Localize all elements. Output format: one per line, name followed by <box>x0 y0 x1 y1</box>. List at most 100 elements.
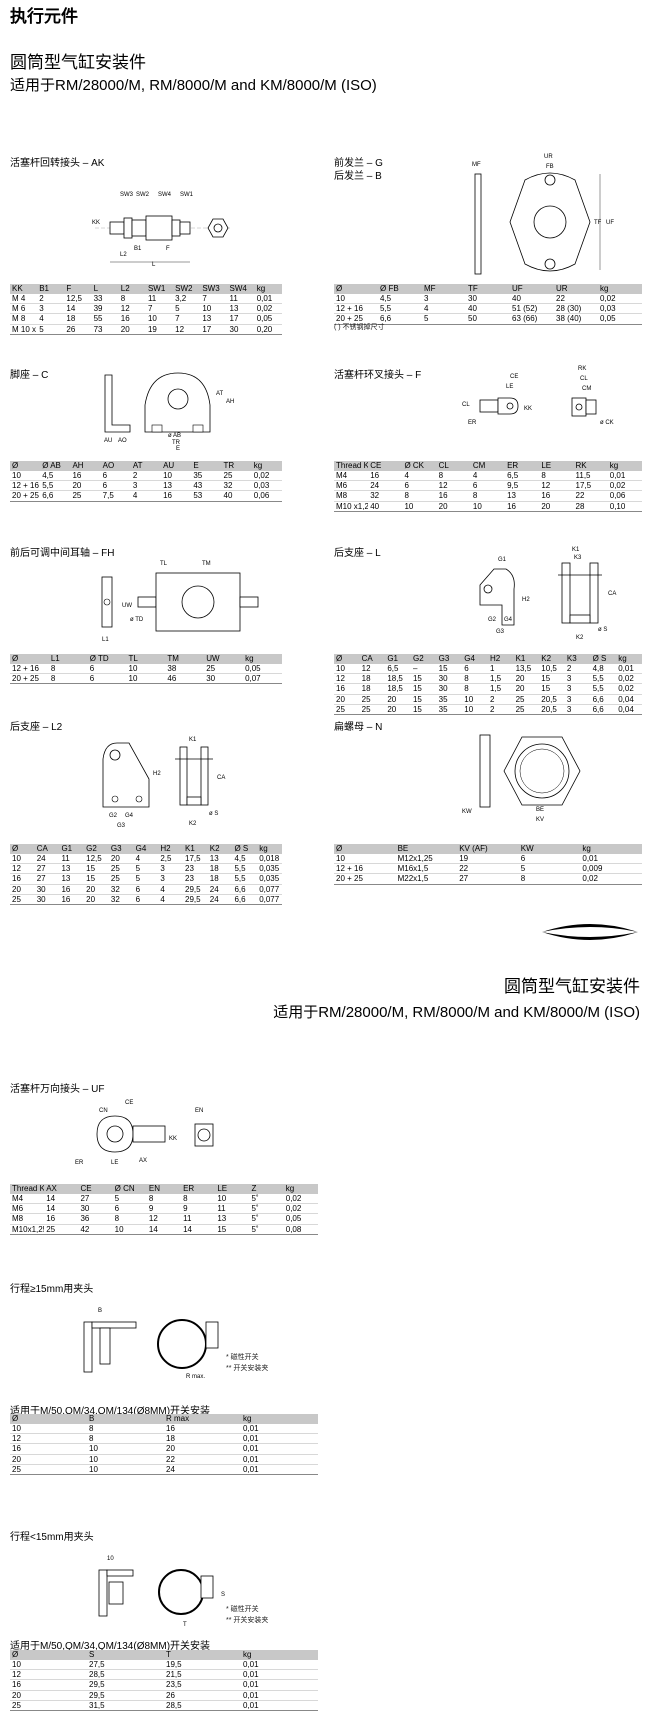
table-cell: 6 <box>402 480 437 492</box>
g-dim-uf: UF <box>606 220 614 226</box>
l-dim-k2: K2 <box>576 635 584 641</box>
column-header: kg <box>607 461 642 471</box>
uf-dim-er: ER <box>75 1160 84 1166</box>
c-label: 脚座 – C <box>10 370 49 381</box>
table-cell: 3 <box>564 704 591 716</box>
table-cell: 12 <box>118 303 146 315</box>
table-cell: 0,06 <box>607 490 642 502</box>
table-cell: 12,5 <box>64 294 92 305</box>
table-cell: 3 <box>130 480 162 492</box>
table-cell: 5,5 <box>232 863 258 875</box>
table-cell: 0,06 <box>251 490 282 502</box>
table-cell: 30 <box>34 884 60 895</box>
column-header: G1 <box>59 844 85 854</box>
column-header: CE <box>368 461 403 471</box>
table-cell: 0,04 <box>616 704 642 716</box>
uf-dim-kk: KK <box>169 1136 177 1142</box>
l-dim-s: ø S <box>598 627 607 633</box>
table-cell: 0,01 <box>241 1454 318 1465</box>
c-drawing: AU AO AT AH ø AB TR E <box>104 372 234 452</box>
l-drawing: G1 H2 G2 G4 G3 K1 K3 CA ø S K2 <box>479 547 616 641</box>
table-cell: 4 <box>37 313 65 325</box>
table-cell: 8 <box>462 683 488 695</box>
table-cell: 29,5 <box>87 1679 164 1691</box>
table-cell: 15 <box>84 863 109 875</box>
column-header: EN <box>146 1184 182 1194</box>
table-cell: 0,20 <box>254 324 282 335</box>
table-cell: 0,05 <box>598 313 642 325</box>
table-cell: 18,5 <box>385 673 411 685</box>
column-header: AX <box>44 1184 79 1194</box>
table-cell: 2 <box>487 704 514 716</box>
table-cell: 20 <box>334 694 360 705</box>
clamp1-label: 行程≥15mm用夹头 <box>10 1284 94 1295</box>
table-cell: 20,5 <box>539 694 565 705</box>
table-cell: 27 <box>78 1194 113 1205</box>
table-cell: 10 <box>470 501 506 512</box>
column-header: Ø FB <box>378 284 422 294</box>
column-header: kg <box>254 284 282 294</box>
table-cell: 10 <box>334 664 360 675</box>
table-cell: M22x1,5 <box>395 873 458 885</box>
c-dim-e: E <box>176 446 180 452</box>
column-header: L2 <box>118 284 146 294</box>
table-cell: 18 <box>359 683 386 695</box>
column-header: ER <box>181 1184 216 1194</box>
table-cell: 22 <box>457 863 519 875</box>
table-cell: 0,01 <box>241 1690 318 1701</box>
table-cell: 8 <box>470 490 506 502</box>
table-cell: 25 <box>221 471 252 482</box>
table-cell: 18 <box>64 313 92 325</box>
table-cell: 18 <box>207 863 233 875</box>
clamp1-note-2: ** 开关安装夹 <box>226 1365 269 1372</box>
table-cell: 33 <box>91 294 119 305</box>
clamp2-dim-10: 10 <box>107 1556 114 1562</box>
g-dim-mf: MF <box>472 162 481 168</box>
table-cell: 4 <box>470 471 506 482</box>
l-label: 后支座 – L <box>334 548 381 559</box>
table-cell: 16 <box>10 1443 87 1455</box>
table-cell: 8 <box>48 673 88 685</box>
table-cell: 2,5 <box>158 854 184 865</box>
table-cell: 12 <box>10 1433 87 1445</box>
column-header: Z <box>249 1184 284 1194</box>
table-cell: 24 <box>207 894 233 906</box>
column-header: CL <box>436 461 471 471</box>
column-header: MF <box>422 284 466 294</box>
l2-dim-g4: G4 <box>125 813 134 819</box>
table-cell: 4 <box>158 884 184 895</box>
table-cell: 12 <box>10 1669 87 1681</box>
table-cell: 6 <box>87 664 127 675</box>
column-header: TF <box>466 284 510 294</box>
table-cell: 23,5 <box>164 1679 241 1691</box>
table-cell: 0,01 <box>241 1424 318 1435</box>
table-cell: 6 <box>112 1203 147 1215</box>
fh-dim-uw: UW <box>122 603 132 609</box>
table-cell: 6 <box>462 664 488 675</box>
table-cell: 3 <box>564 694 591 705</box>
table-cell: 0,02 <box>283 1194 318 1205</box>
b-label: 后发兰 – B <box>334 171 382 182</box>
table-cell: 16 <box>59 884 85 895</box>
column-header: CM <box>470 461 506 471</box>
clamp2-note-1: * 磁性开关 <box>226 1606 259 1613</box>
column-header: BE <box>395 844 458 854</box>
table-cell: M4 <box>334 471 369 482</box>
table-cell: 4,5 <box>40 471 71 482</box>
fh-dim-tl: TL <box>160 561 168 567</box>
